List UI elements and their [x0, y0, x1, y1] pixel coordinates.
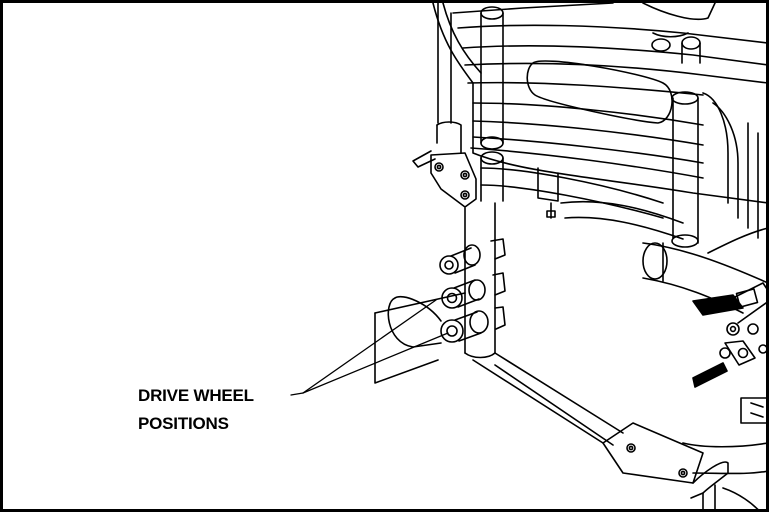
push-handle — [642, 3, 716, 64]
front-frame-tube — [436, 3, 462, 154]
axle-plate — [374, 292, 466, 384]
backrest-panel — [432, 3, 766, 239]
callout-line-2: POSITIONS — [138, 414, 229, 433]
axle-socket-bottom — [440, 306, 506, 343]
mounting-plate — [412, 150, 477, 208]
wheelchair-frame-drawing — [290, 3, 766, 509]
bottom-frame-rail — [472, 352, 766, 509]
rear-cane-tube — [480, 6, 504, 202]
axle-socket-top — [439, 238, 506, 275]
axle-tube — [464, 202, 496, 359]
callout-leader — [290, 299, 449, 396]
brake-mechanism — [692, 282, 766, 424]
cross-tube — [480, 167, 684, 240]
callout-line-1: DRIVE WHEEL — [138, 386, 254, 405]
drive-wheel-positions-label: DRIVE WHEEL POSITIONS — [138, 382, 254, 438]
footplate-bracket — [602, 422, 729, 509]
